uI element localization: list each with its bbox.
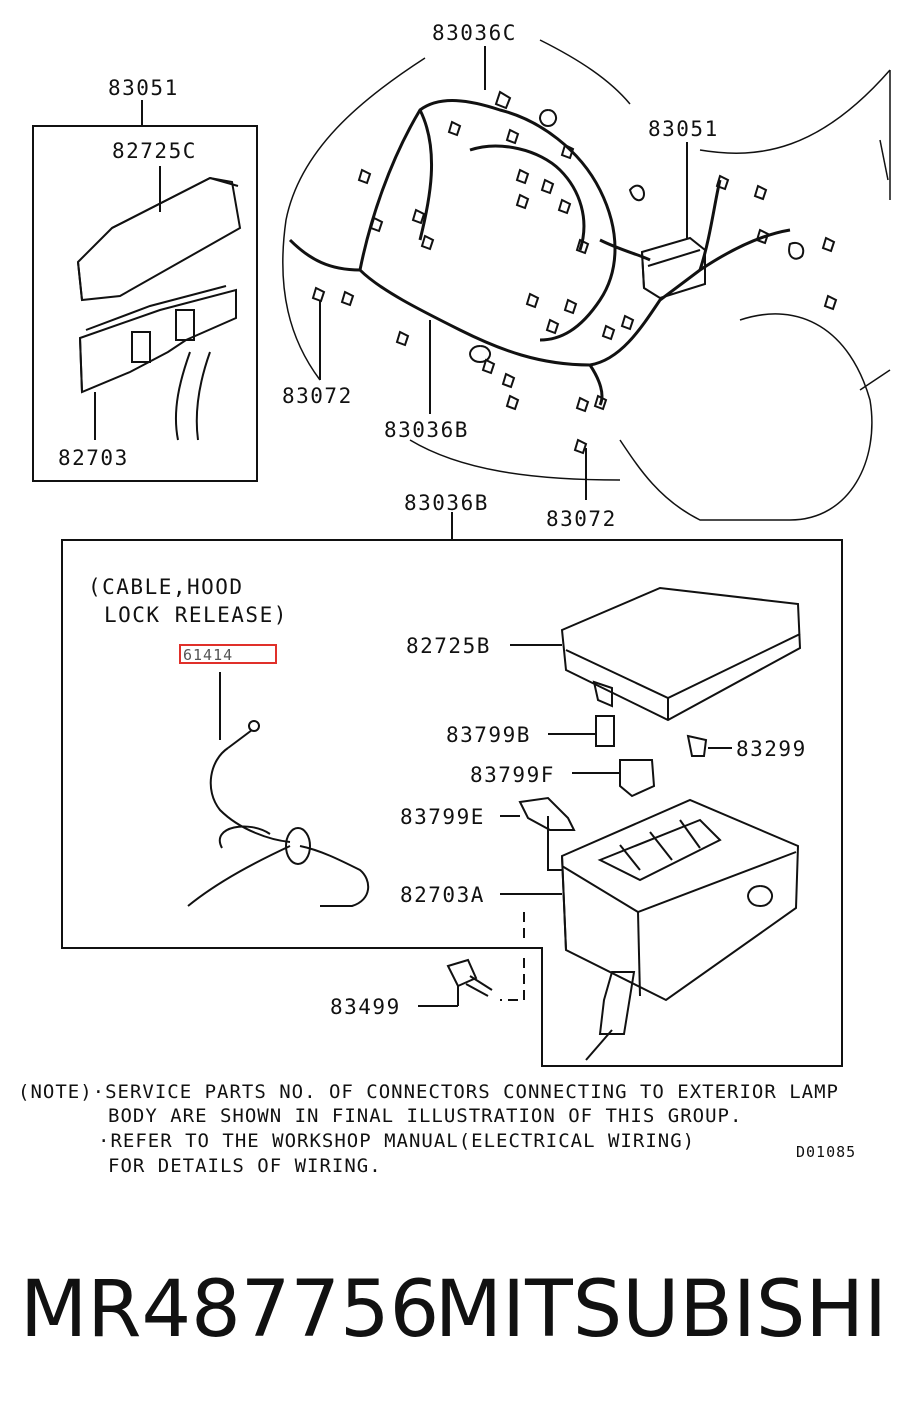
top-left-inset-frame xyxy=(32,125,258,482)
brand-name: MITSUBISHI xyxy=(434,1265,887,1355)
part-number: MR487756 xyxy=(20,1265,440,1355)
fuse-box-body-drawing xyxy=(78,285,237,441)
note-line-1: (NOTE)·SERVICE PARTS NO. OF CONNECTORS C… xyxy=(18,1081,839,1103)
label-82725b: 82725B xyxy=(406,634,491,658)
fuse-83799b-drawing xyxy=(595,715,615,747)
inset-note-line1: (CABLE,HOOD xyxy=(88,575,244,599)
diagram-code: D01085 xyxy=(796,1143,856,1161)
label-83499: 83499 xyxy=(330,995,401,1019)
label-61414: 61414 xyxy=(183,646,233,664)
vehicle-body-outline xyxy=(282,39,891,521)
label-83036b-inset: 83036B xyxy=(404,491,489,515)
label-83051-right: 83051 xyxy=(648,117,719,141)
label-82725c: 82725C xyxy=(112,139,197,163)
hood-cable-drawing xyxy=(187,720,370,907)
relay-83799e-drawing xyxy=(518,796,576,831)
engine-relay-box-drawing xyxy=(640,236,706,300)
label-83036c: 83036C xyxy=(432,21,517,45)
fuse-83799f-drawing xyxy=(619,759,656,798)
relay-box-cover-drawing xyxy=(560,586,802,722)
label-83036b: 83036B xyxy=(384,418,469,442)
label-83072-left: 83072 xyxy=(282,384,353,408)
inset-note-line2: LOCK RELEASE) xyxy=(104,603,288,627)
clip-83299-drawing xyxy=(686,734,708,757)
label-83799e: 83799E xyxy=(400,805,485,829)
label-83051-left: 83051 xyxy=(108,76,179,100)
bottom-inset-frame xyxy=(61,539,843,1067)
relay-box-body-drawing xyxy=(560,798,800,1061)
note-line-3: ·REFER TO THE WORKSHOP MANUAL(ELECTRICAL… xyxy=(98,1130,695,1152)
label-82703a: 82703A xyxy=(400,883,485,907)
harness-connectors xyxy=(311,90,838,455)
note-line-4: FOR DETAILS OF WIRING. xyxy=(108,1155,382,1177)
label-83799b: 83799B xyxy=(446,723,531,747)
footer: MR487756 MITSUBISHI xyxy=(0,1265,909,1365)
label-82703: 82703 xyxy=(58,446,129,470)
label-83072-right: 83072 xyxy=(546,507,617,531)
bolt-drawing xyxy=(446,958,493,997)
note-line-2: BODY ARE SHOWN IN FINAL ILLUSTRATION OF … xyxy=(108,1105,742,1127)
label-83799f: 83799F xyxy=(470,763,555,787)
label-83299: 83299 xyxy=(736,737,807,761)
wiring-harness xyxy=(288,99,791,406)
cable-part-highlight xyxy=(179,644,277,664)
